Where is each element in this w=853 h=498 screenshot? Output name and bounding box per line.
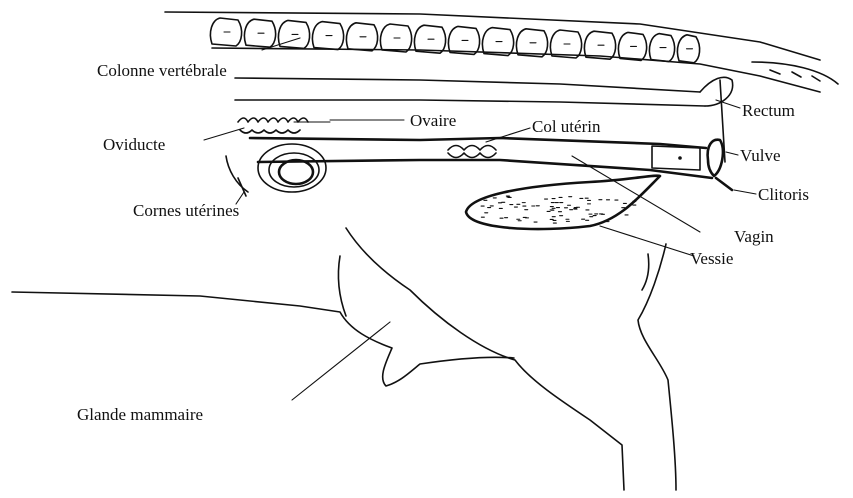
label-vagin: Vagin (734, 227, 774, 246)
label-oviducte: Oviducte (103, 135, 165, 154)
label-clitoris: Clitoris (758, 185, 809, 204)
label-glande-mammaire: Glande mammaire (77, 405, 203, 424)
label-col-uterin: Col utérin (532, 117, 601, 136)
label-vulve: Vulve (740, 146, 781, 165)
labels: Colonne vertébrale Rectum Ovaire Col uté… (77, 61, 809, 424)
bladder-texture (481, 196, 636, 223)
leader-lines (204, 38, 756, 400)
spine (165, 12, 838, 92)
reproductive-tract (226, 118, 732, 196)
label-ovaire: Ovaire (410, 111, 456, 130)
label-cornes-uterines: Cornes utérines (133, 201, 239, 220)
label-rectum: Rectum (742, 101, 795, 120)
vertebrae (210, 18, 699, 63)
label-vessie: Vessie (690, 249, 733, 268)
label-colonne-vertebrale: Colonne vertébrale (97, 61, 227, 80)
bladder (466, 176, 660, 229)
rectum (235, 77, 733, 162)
